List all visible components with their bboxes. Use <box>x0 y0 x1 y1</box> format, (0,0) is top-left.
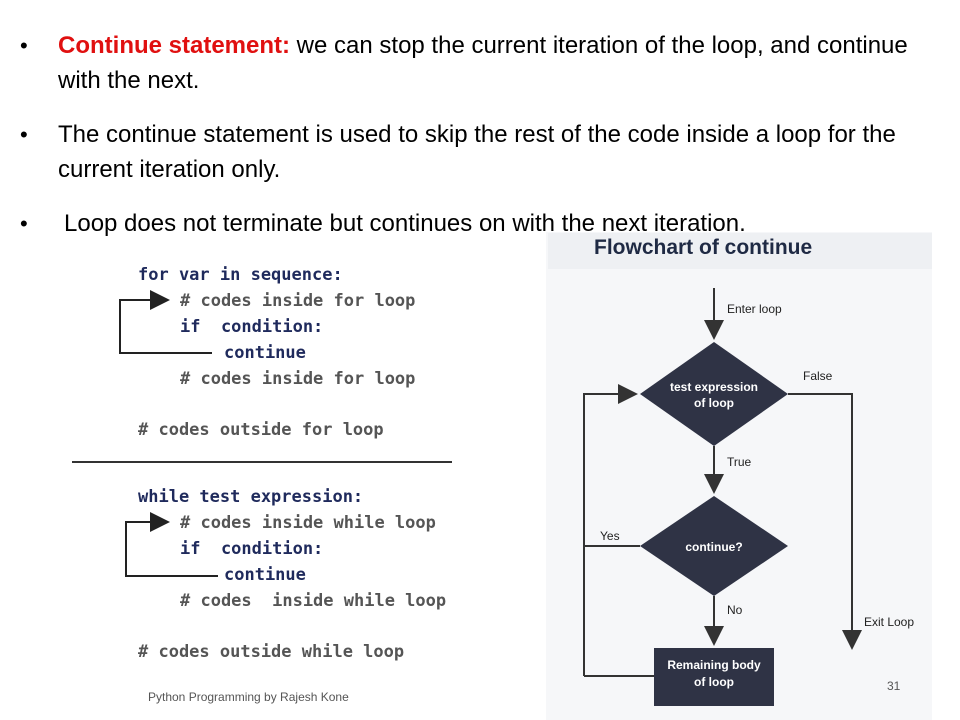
yes-label: Yes <box>600 529 620 543</box>
for-inside-code-1: # codes inside for loop <box>180 291 416 311</box>
test-expression-text-1: test expression <box>670 380 758 394</box>
bullet-text: we can stop the current iteration of the… <box>58 32 908 94</box>
while-continue-code: continue <box>224 565 306 585</box>
remaining-body-text-1: Remaining body <box>667 658 761 672</box>
footer-author: Python Programming by Rajesh Kone <box>148 690 349 704</box>
for-outside-code: # codes outside for loop <box>138 420 384 440</box>
remaining-body-text-2: of loop <box>694 675 734 689</box>
while-if-code: if condition: <box>180 539 324 559</box>
for-if-code: if condition: <box>180 317 324 337</box>
for-inside-code-2: # codes inside for loop <box>180 369 416 389</box>
bullet-dot: • <box>20 211 28 236</box>
while-header-code: while test expression: <box>138 487 364 507</box>
exit-loop-label: Exit Loop <box>864 615 914 629</box>
continue-decision-text: continue? <box>685 540 742 554</box>
for-header-code: for var in sequence: <box>138 265 343 285</box>
bullet-dot: • <box>20 33 28 58</box>
bullet-skip-rest: • The continue statement is used to skip … <box>20 117 940 187</box>
page-number: 31 <box>887 679 901 693</box>
while-inside-code-2: # codes inside while loop <box>180 591 447 611</box>
false-label: False <box>803 369 833 383</box>
continue-decision-diamond <box>640 496 788 596</box>
flowchart-panel <box>546 232 932 720</box>
test-expression-text-2: of loop <box>694 396 734 410</box>
loop-back-arrow <box>583 384 638 676</box>
flowchart-title: Flowchart of continue <box>548 233 932 269</box>
bullet-text: The continue statement is used to skip t… <box>58 121 896 183</box>
no-label: No <box>727 603 743 617</box>
while-inside-code-1: # codes inside while loop <box>180 513 436 533</box>
for-continue-code: continue <box>224 343 306 363</box>
false-arrow <box>788 393 862 650</box>
remaining-body-box <box>654 648 774 706</box>
bullet-list: • Continue statement: we can stop the cur… <box>20 28 940 260</box>
test-expression-diamond <box>640 342 788 446</box>
while-outside-code: # codes outside while loop <box>138 642 405 662</box>
continue-keyword-label: Continue statement: <box>58 32 291 59</box>
bullet-dot: • <box>20 122 28 147</box>
enter-loop-label: Enter loop <box>727 302 782 316</box>
true-label: True <box>727 455 752 469</box>
bullet-continue-definition: • Continue statement: we can stop the cur… <box>20 28 940 98</box>
